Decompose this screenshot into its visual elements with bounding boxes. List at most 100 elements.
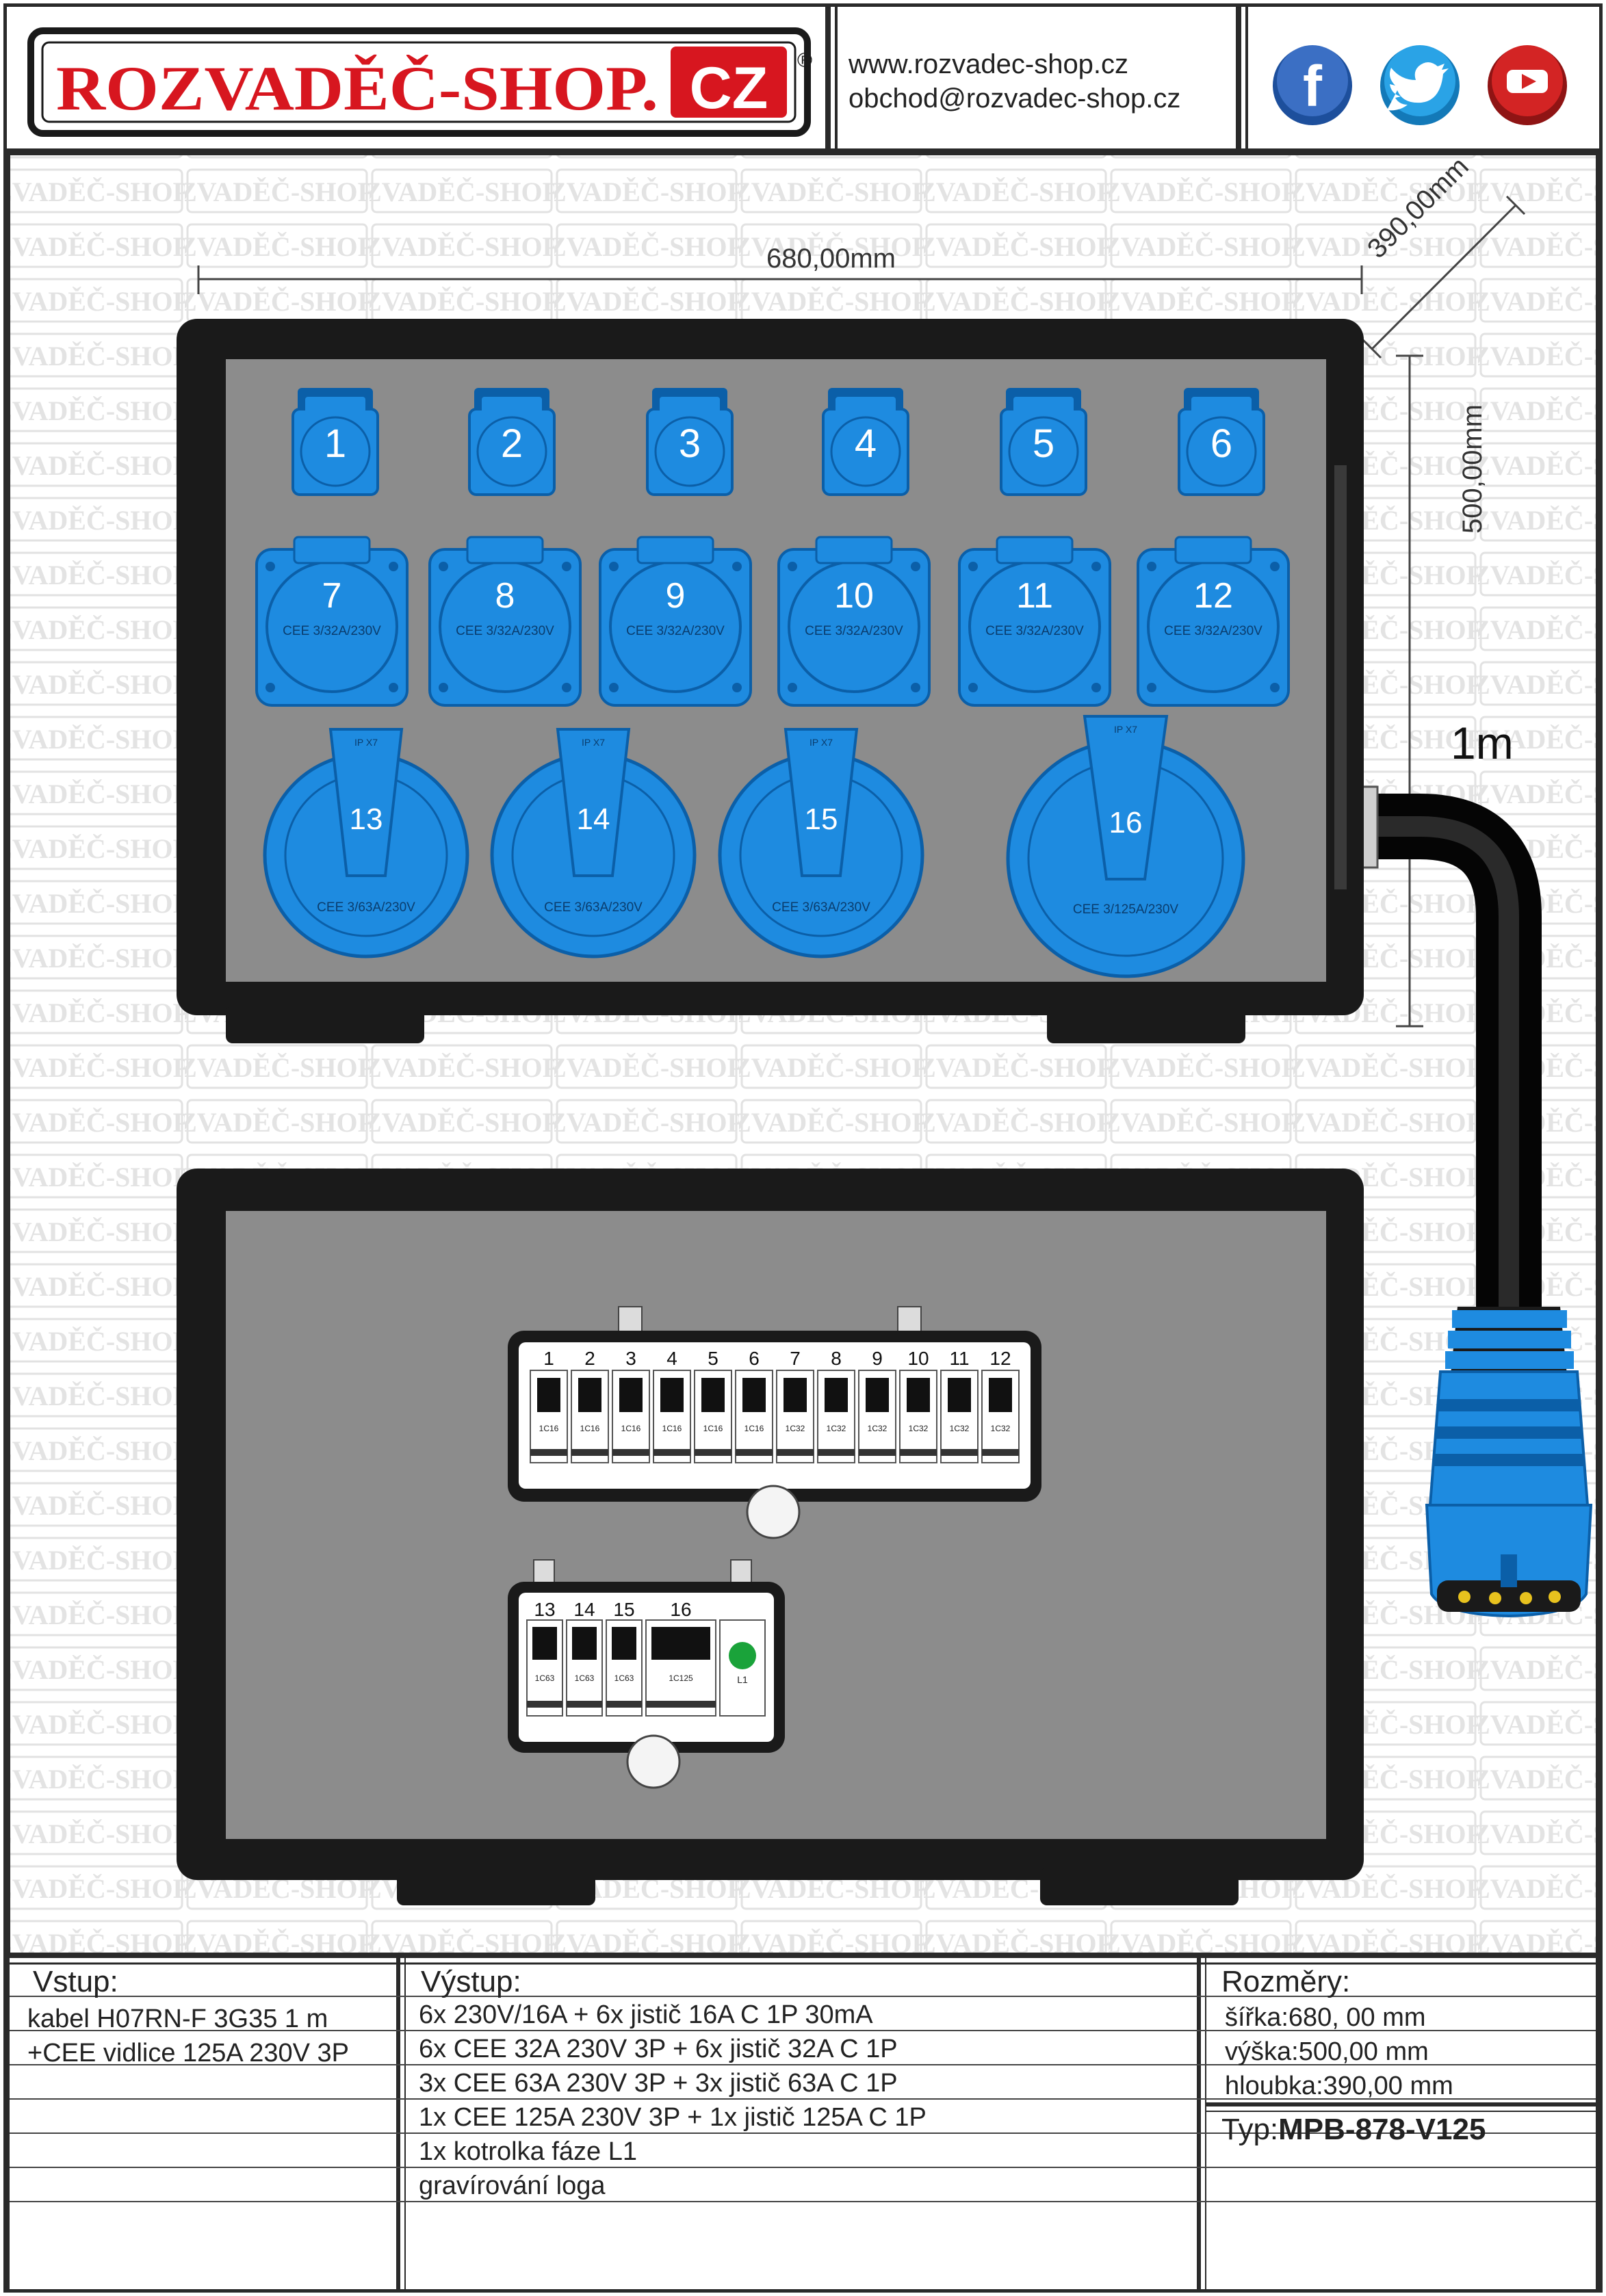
rozmery-line-2: výška:500,00 mm (1225, 2037, 1429, 2066)
socket-rating: CEE 3/125A/230V (1073, 902, 1179, 917)
vystup-line-6: gravírování loga (419, 2171, 606, 2200)
breaker-number: 5 (708, 1348, 718, 1369)
socket-ip-rating: IP X7 (1114, 724, 1137, 735)
svg-text:®: ® (797, 49, 812, 72)
socket-number: 4 (855, 421, 877, 466)
breaker-rating: 1C16 (539, 1424, 559, 1433)
svg-text:CZ: CZ (690, 55, 768, 121)
socket-rating: CEE 3/32A/230V (1164, 624, 1262, 638)
socket-ip-rating: IP X7 (582, 737, 605, 748)
socket-number: 3 (679, 421, 701, 466)
height-label: 500,00mm (1458, 404, 1488, 534)
breaker-number: 11 (949, 1348, 969, 1369)
socket-ip-rating: IP X7 (354, 737, 378, 748)
socket-number: 15 (805, 803, 838, 836)
breaker-rating: 1C16 (703, 1424, 723, 1433)
vystup-title: Výstup: (421, 1965, 521, 1998)
vstup-title: Vstup: (33, 1965, 118, 1998)
cee-plug (1425, 1307, 1593, 1618)
typ-value: MPB-878-V125 (1278, 2113, 1486, 2146)
typ-row: Typ:MPB-878-V125 (1221, 2113, 1486, 2147)
breaker-rating: 1C63 (614, 1673, 634, 1683)
socket-ip-rating: IP X7 (810, 737, 833, 748)
lamp-label: L1 (737, 1674, 748, 1685)
breaker-number: 1 (543, 1348, 554, 1369)
breaker-number: 16 (670, 1599, 691, 1620)
socket-number: 9 (666, 576, 686, 616)
socket-number: 8 (495, 576, 515, 616)
breaker-number: 8 (831, 1348, 842, 1369)
breaker-15[interactable]: 15 1C63 (606, 1599, 643, 1717)
facebook-icon[interactable]: f (1273, 45, 1352, 125)
cable-length-label: 1m (1451, 718, 1514, 768)
vystup-line-2: 6x CEE 32A 230V 3P + 6x jistič 32A C 1P (419, 2035, 898, 2063)
socket-rating: CEE 3/63A/230V (317, 900, 415, 915)
rozmery-line-1: šířka:680, 00 mm (1225, 2003, 1426, 2032)
breaker-rating: 1C63 (575, 1673, 595, 1683)
width-label: 680,00mm (766, 244, 896, 274)
vystup-line-4: 1x CEE 125A 230V 3P + 1x jistič 125A C 1… (419, 2103, 927, 2132)
socket-230v-6: 6 (1178, 388, 1265, 496)
socket-number: 11 (1016, 576, 1053, 616)
breaker-rating: 1C16 (744, 1424, 764, 1433)
vystup-line-1: 6x 230V/16A + 6x jistič 16A C 1P 30mA (419, 2000, 873, 2029)
breaker-number: 6 (749, 1348, 760, 1369)
socket-rating: CEE 3/63A/230V (772, 900, 870, 915)
socket-rating: CEE 3/32A/230V (456, 624, 554, 638)
socket-rating: CEE 3/32A/230V (805, 624, 903, 638)
breaker-number: 15 (613, 1599, 634, 1620)
breaker-rating: 1C32 (909, 1424, 929, 1433)
breaker-3[interactable]: 3 1C16 (612, 1348, 650, 1463)
youtube-icon[interactable] (1488, 45, 1567, 125)
socket-number: 10 (834, 576, 874, 616)
breaker-number: 12 (989, 1348, 1011, 1369)
socket-230v-2: 2 (468, 388, 556, 496)
breaker-number: 4 (666, 1348, 677, 1369)
email-link[interactable]: obchod@rozvadec-shop.cz (849, 83, 1181, 114)
svg-text:ROZVADĚČ-SHOP.: ROZVADĚČ-SHOP. (56, 53, 658, 123)
breaker-11[interactable]: 11 1C32 (940, 1348, 979, 1463)
socket-number: 13 (350, 803, 383, 836)
breaker-rating: 1C16 (621, 1424, 641, 1433)
breaker-16[interactable]: 16 1C125 (645, 1599, 716, 1717)
vstup-line-1: kabel H07RN-F 3G35 1 m (27, 2005, 328, 2033)
twitter-icon[interactable] (1380, 45, 1460, 125)
breaker-6[interactable]: 6 1C16 (735, 1348, 773, 1463)
socket-230v-4: 4 (822, 388, 909, 496)
width-dimension (197, 265, 1363, 294)
breaker-rating: 1C63 (535, 1673, 555, 1683)
svg-text:f: f (1303, 54, 1323, 118)
breaker-number: 7 (790, 1348, 801, 1369)
breaker-number: 3 (625, 1348, 636, 1369)
breaker-5[interactable]: 5 1C16 (694, 1348, 732, 1463)
vystup-line-5: 1x kotrolka fáze L1 (419, 2137, 637, 2166)
socket-number: 12 (1193, 576, 1233, 616)
socket-rating: CEE 3/32A/230V (283, 624, 381, 638)
rozmery-title: Rozměry: (1221, 1965, 1351, 1998)
website-link[interactable]: www.rozvadec-shop.cz (849, 49, 1129, 79)
socket-number: 7 (322, 576, 342, 616)
breaker-rating: 1C32 (950, 1424, 970, 1433)
breaker-rating: 1C16 (580, 1424, 600, 1433)
socket-230v-1: 1 (292, 388, 379, 496)
socket-number: 1 (324, 421, 346, 466)
breaker-1[interactable]: 1 1C16 (530, 1348, 568, 1463)
socket-number: 16 (1109, 806, 1143, 839)
depth-dimension (1362, 195, 1526, 359)
breaker-rating: 1C125 (669, 1673, 693, 1683)
